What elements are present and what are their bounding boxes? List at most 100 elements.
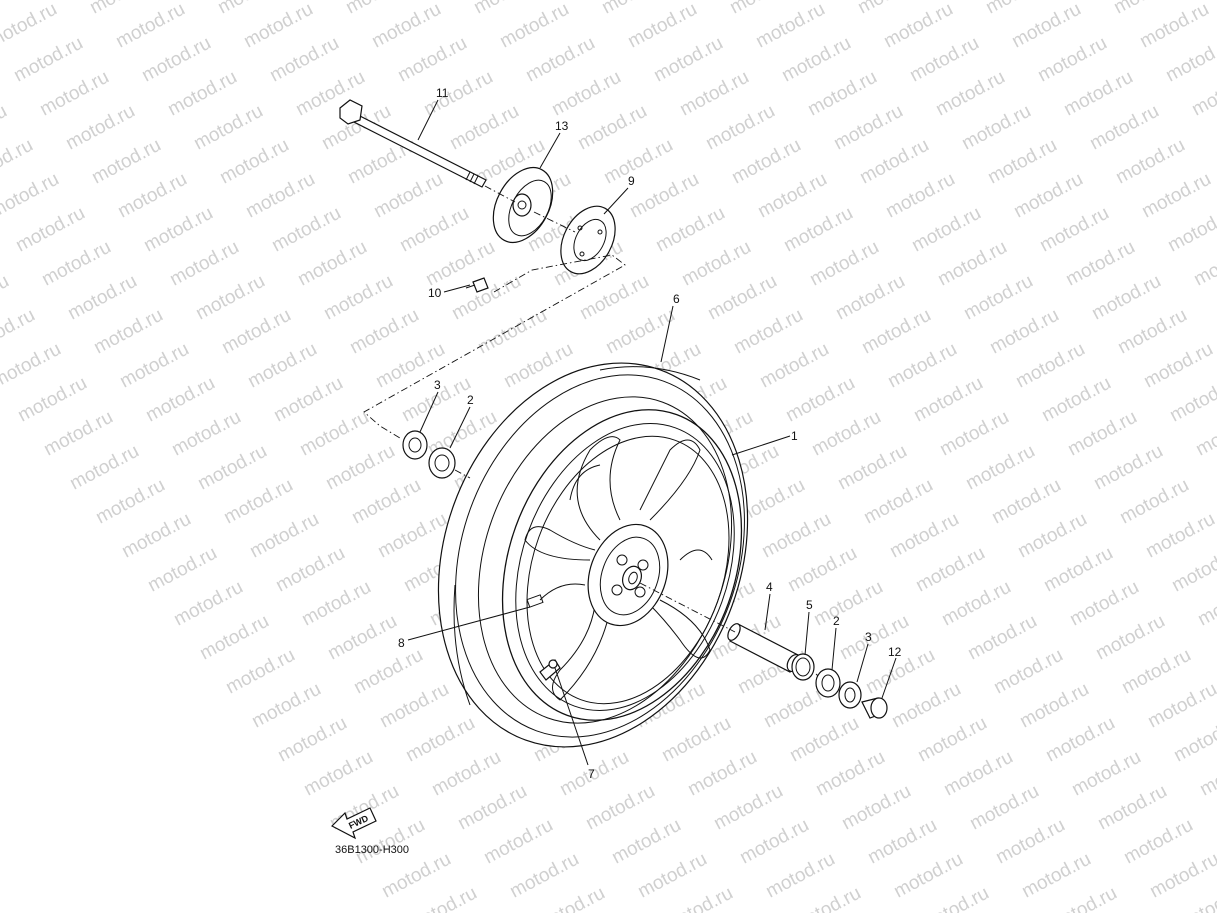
watermark-text: motod.ru <box>170 577 246 631</box>
left-seal-3 <box>402 430 428 460</box>
watermark-text: motod.ru <box>710 781 786 835</box>
callout-11: 12 <box>888 645 902 659</box>
watermark-text: motod.ru <box>144 543 220 597</box>
watermark-text: motod.ru <box>1068 747 1144 801</box>
watermark-text: motod.ru <box>116 339 192 393</box>
watermark-text: motod.ru <box>1140 339 1216 393</box>
watermark-text: motod.ru <box>888 679 964 733</box>
callout-2-left: 2 <box>467 393 474 407</box>
watermark-text: motod.ru <box>1060 67 1136 121</box>
watermark-text: motod.ru <box>0 169 63 223</box>
watermark-text: motod.ru <box>300 747 376 801</box>
watermark-text: motod.ru <box>600 135 676 189</box>
axle <box>339 99 487 188</box>
watermark-text: motod.ru <box>906 33 982 87</box>
watermark-text: motod.ru <box>112 0 188 52</box>
watermark-text: motod.ru <box>958 101 1034 155</box>
watermark-text: motod.ru <box>142 373 218 427</box>
watermark-text: motod.ru <box>1114 305 1190 359</box>
watermark-text: motod.ru <box>762 849 838 903</box>
watermark-text: motod.ru <box>1136 0 1212 52</box>
watermark-text: motod.ru <box>36 67 112 121</box>
watermark-text: motod.ru <box>12 203 88 257</box>
watermark-text: motod.ru <box>830 101 906 155</box>
collar-11 <box>861 697 888 719</box>
callout-6: 6 <box>673 292 680 306</box>
watermark-text: motod.ru <box>752 0 828 52</box>
watermark-text: motod.ru <box>884 339 960 393</box>
watermark-text: motod.ru <box>298 577 374 631</box>
watermark-text: motod.ru <box>1016 679 1092 733</box>
watermark-text: motod.ru <box>966 781 1042 835</box>
callout-10: 10 <box>428 286 442 300</box>
watermark-text: motod.ru <box>934 237 1010 291</box>
callout-4: 4 <box>766 580 773 594</box>
watermark-text: motod.ru <box>880 0 956 52</box>
left-bearing-2 <box>428 447 456 479</box>
watermark-text: motod.ru <box>268 203 344 257</box>
watermark-text: motod.ru <box>1042 713 1118 767</box>
callout-12: 11 <box>436 86 449 100</box>
watermark-text: motod.ru <box>216 135 292 189</box>
watermark-text: motod.ru <box>778 33 854 87</box>
watermark-text: motod.ru <box>758 509 834 563</box>
fwd-arrow-icon: FWD <box>330 807 377 840</box>
watermark-text: motod.ru <box>806 237 882 291</box>
watermark-text: motod.ru <box>1146 849 1217 903</box>
watermark-text: motod.ru <box>1120 815 1196 869</box>
watermark-text: motod.ru <box>40 407 116 461</box>
watermark-text: motod.ru <box>940 747 1016 801</box>
watermark-text: motod.ru <box>196 611 272 665</box>
watermark-text: motod.ru <box>624 0 700 52</box>
circlip-5 <box>791 653 815 681</box>
watermark-text: motod.ru <box>322 441 398 495</box>
watermark-text: motod.ru <box>858 305 934 359</box>
watermark-text: motod.ru <box>780 203 856 257</box>
watermark-text: motod.ru <box>678 237 754 291</box>
watermark-text: motod.ru <box>652 203 728 257</box>
watermark-text: motod.ru <box>984 135 1060 189</box>
watermark-text: motod.ru <box>882 169 958 223</box>
watermark-text: motod.ru <box>348 475 424 529</box>
watermark-text: motod.ru <box>118 509 194 563</box>
watermark-text: motod.ru <box>1118 645 1194 699</box>
watermark-text: motod.ru <box>864 815 940 869</box>
diagram-code: 36B1300-H300 <box>335 844 409 856</box>
watermark-text: motod.ru <box>324 611 400 665</box>
watermark-text: motod.ru <box>1088 271 1164 325</box>
watermark-text: motod.ru <box>676 67 752 121</box>
watermark-text: motod.ru <box>272 543 348 597</box>
watermark-text: motod.ru <box>782 373 858 427</box>
watermark-text: motod.ru <box>1008 0 1084 52</box>
watermark-text: motod.ru <box>990 645 1066 699</box>
callout-9: 9 <box>628 174 635 188</box>
watermark-text: motod.ru <box>1010 169 1086 223</box>
watermark-text: motod.ru <box>448 271 524 325</box>
watermark-text: motod.ru <box>936 407 1012 461</box>
watermark-text: motod.ru <box>702 101 778 155</box>
watermark-text: motod.ru <box>222 645 298 699</box>
callout-1: 1 <box>791 429 798 443</box>
watermark-text: motod.ru <box>730 305 806 359</box>
watermark-text: motod.ru <box>910 373 986 427</box>
watermark-text: motod.ru <box>856 135 932 189</box>
watermark-text: motod.ru <box>834 441 910 495</box>
watermark-text: motod.ru <box>166 237 242 291</box>
watermark-text: motod.ru <box>190 101 266 155</box>
watermark-text: motod.ru <box>346 305 422 359</box>
watermark-text: motod.ru <box>242 169 318 223</box>
watermark-text: motod.ru <box>1038 373 1114 427</box>
watermark-text: motod.ru <box>246 509 322 563</box>
watermark-text: motod.ru <box>368 0 444 52</box>
watermark-text: motod.ru <box>192 271 268 325</box>
watermark-text: motod.ru <box>1086 101 1162 155</box>
watermark-text: motod.ru <box>1036 203 1112 257</box>
watermark-text: motod.ru <box>838 781 914 835</box>
watermark-text: motod.ru <box>66 441 142 495</box>
callout-7: 7 <box>588 767 595 781</box>
watermark-text: motod.ru <box>374 509 450 563</box>
watermark-text: motod.ru <box>454 781 530 835</box>
watermark-text: motod.ru <box>164 67 240 121</box>
watermark-text: motod.ru <box>0 339 65 393</box>
